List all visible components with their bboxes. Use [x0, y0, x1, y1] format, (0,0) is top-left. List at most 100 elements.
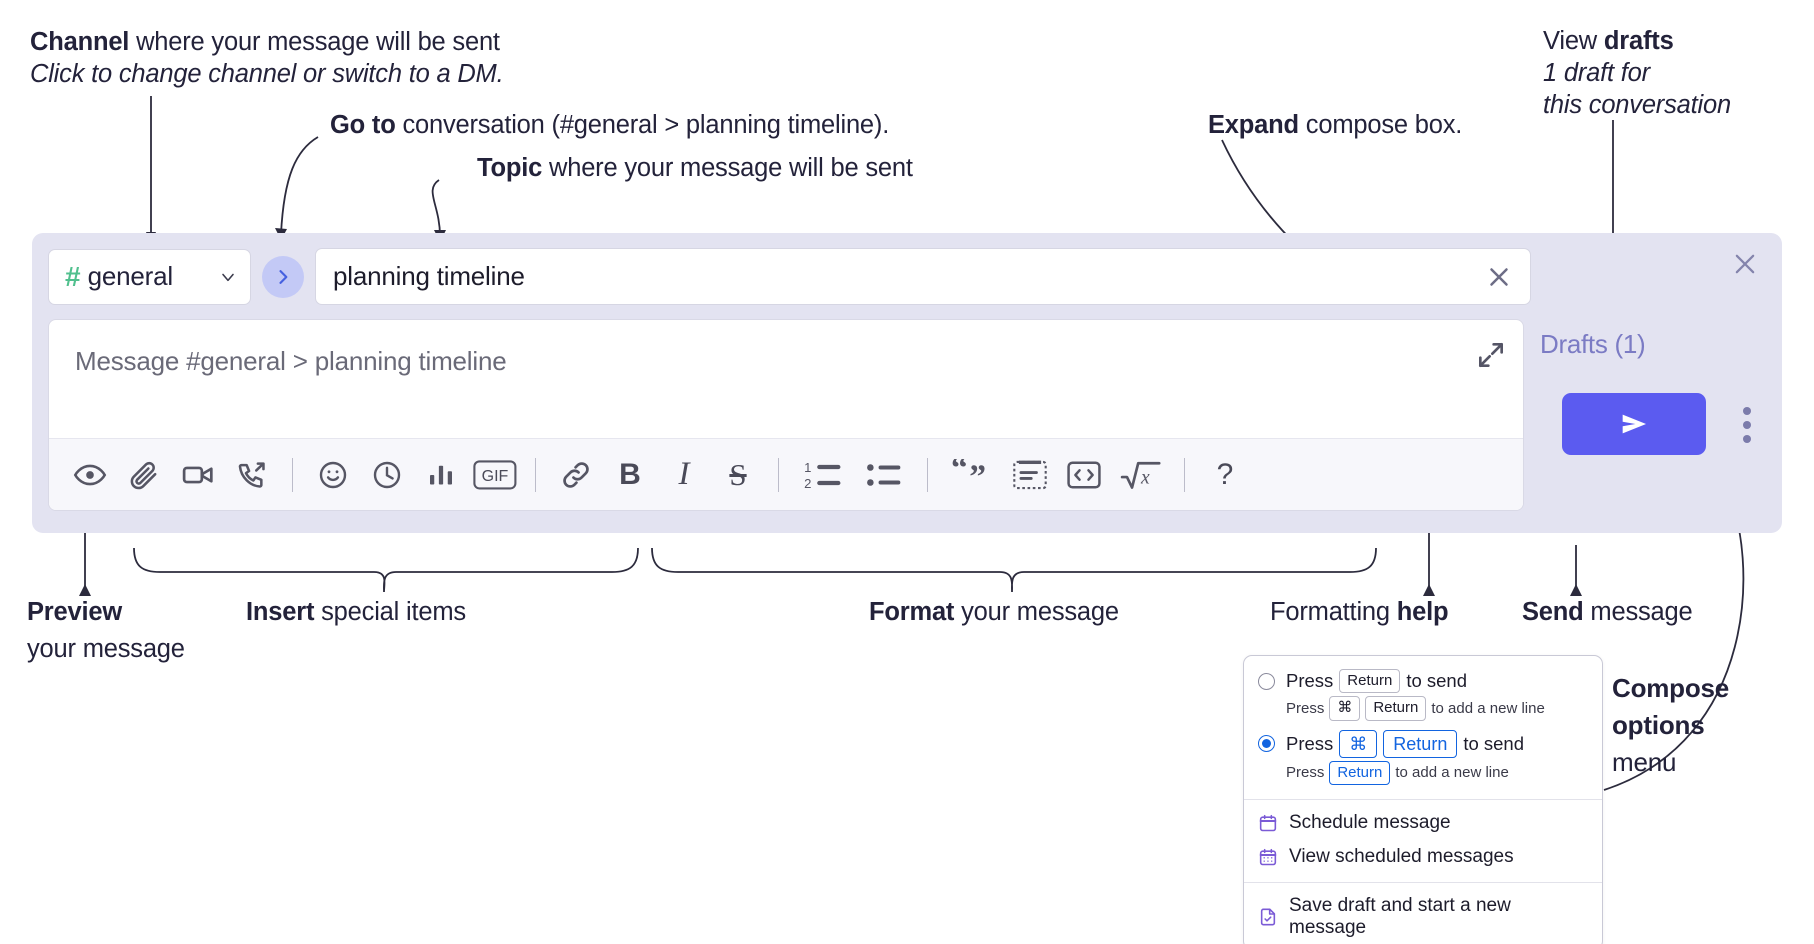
reminder-clock-icon[interactable]	[360, 448, 414, 502]
topic-input[interactable]	[333, 261, 1484, 292]
preview-icon[interactable]	[63, 448, 117, 502]
menu-item-view-scheduled-messages[interactable]: View scheduled messages	[1244, 840, 1602, 874]
poll-icon[interactable]	[414, 448, 468, 502]
ordered-list-icon[interactable]: 1 2	[792, 448, 854, 502]
annotation-compose-options-3: menu	[1612, 747, 1677, 777]
chevron-down-icon	[218, 267, 238, 287]
radio-dot-2	[1262, 739, 1271, 749]
topic-field[interactable]	[315, 248, 1531, 305]
radio-option-cmd-return-to-send[interactable]: Press ⌘ Return to send	[1244, 727, 1602, 759]
annotation-drafts-sub2: this conversation	[1543, 89, 1731, 121]
close-compose-icon[interactable]	[1728, 247, 1762, 281]
annotation-topic: Topic where your message will be sent	[477, 152, 913, 184]
annotation-send-bold: Send	[1522, 598, 1584, 626]
math-icon[interactable]: x	[1111, 448, 1171, 502]
document-check-icon	[1258, 907, 1278, 927]
italic-icon-label: I	[678, 456, 690, 492]
message-compose-box[interactable]: Message #general > planning timeline	[48, 319, 1524, 511]
drafts-link[interactable]: Drafts (1)	[1540, 329, 1646, 359]
strikethrough-icon-label: S	[729, 457, 747, 492]
menu-item-save-draft[interactable]: Save draft and start a new message	[1244, 889, 1602, 944]
key-return-1: Return	[1339, 669, 1401, 694]
annotation-preview-line2: your message	[27, 635, 185, 663]
annotation-channel-bold: Channel	[30, 28, 130, 56]
annotation-drafts-italic1: 1 draft for	[1543, 59, 1650, 87]
expand-compose-icon[interactable]	[1475, 339, 1507, 371]
goto-conversation-button[interactable]	[262, 255, 304, 298]
formatting-help-icon[interactable]: ?	[1198, 448, 1252, 502]
gif-icon[interactable]: GIF	[468, 448, 522, 502]
kebab-dot-1	[1743, 407, 1751, 415]
annotation-compose-options-2: options	[1612, 710, 1705, 740]
link-icon[interactable]	[549, 448, 603, 502]
radio-label-1: Press Return to send	[1286, 669, 1468, 694]
inline-code-icon[interactable]	[1057, 448, 1111, 502]
annotation-goto-rest: conversation (#general > planning timeli…	[395, 111, 890, 139]
emoji-icon[interactable]	[306, 448, 360, 502]
clear-topic-icon[interactable]	[1484, 262, 1514, 292]
video-clip-icon[interactable]	[171, 448, 225, 502]
radio2-sub-press: Press	[1286, 764, 1325, 782]
bold-icon[interactable]: B	[603, 448, 657, 502]
radio-icon-1[interactable]	[1258, 672, 1275, 690]
annotation-formatting-help: Formatting help	[1270, 596, 1449, 628]
annotation-expand: Expand compose box.	[1208, 109, 1462, 141]
annotation-send: Send message	[1522, 596, 1693, 628]
radio2-press: Press	[1286, 732, 1334, 754]
annotation-drafts-plain: View	[1543, 27, 1604, 55]
bulleted-list-icon[interactable]	[854, 448, 914, 502]
annotation-topic-bold: Topic	[477, 154, 543, 182]
menu-divider-1	[1244, 799, 1602, 801]
key-return-3: Return	[1383, 729, 1458, 758]
compose-options-kebab-button[interactable]	[1732, 405, 1762, 445]
separator-4	[1184, 457, 1185, 492]
svg-text:1: 1	[804, 460, 811, 475]
kebab-dot-3	[1743, 435, 1751, 443]
compose-header-row: # general	[48, 248, 1531, 305]
formatting-toolbar: GIF B I S	[49, 438, 1523, 510]
radio-icon-2[interactable]	[1258, 735, 1275, 753]
annotation-drafts-italic2: this conversation	[1543, 91, 1731, 119]
annotation-insert: Insert special items	[246, 596, 466, 628]
calendar-icon	[1258, 813, 1278, 833]
radio1-to-send: to send	[1406, 670, 1468, 692]
attachment-icon[interactable]	[117, 448, 171, 502]
radio-option-return-to-send[interactable]: Press Return to send	[1244, 666, 1602, 694]
key-return-4: Return	[1329, 760, 1391, 786]
menu-item-label: View scheduled messages	[1289, 846, 1514, 868]
blockquote-icon[interactable]: “ ”	[941, 448, 1003, 502]
annotation-goto-bold: Go to	[330, 111, 396, 139]
send-button[interactable]	[1562, 393, 1706, 455]
italic-icon[interactable]: I	[657, 448, 711, 502]
annotation-channel: Channel where your message will be sent	[30, 26, 500, 58]
key-return-2: Return	[1365, 696, 1427, 721]
annotation-formatting-help-plain: Formatting	[1270, 598, 1397, 626]
annotation-insert-rest: special items	[314, 598, 466, 626]
annotation-topic-rest: where your message will be sent	[542, 154, 913, 182]
annotation-drafts-bold: drafts	[1603, 27, 1674, 55]
channel-name-label: general	[87, 261, 174, 291]
menu-item-schedule-message[interactable]: Schedule message	[1244, 806, 1602, 840]
radio1-press: Press	[1286, 670, 1334, 692]
separator-1	[292, 457, 293, 492]
separator-3	[778, 457, 779, 492]
channel-selector[interactable]: # general	[48, 248, 251, 305]
compose-panel: Drafts (1) # general	[32, 233, 1782, 533]
compose-options-menu: Press Return to send Press ⌘ Return to a…	[1243, 655, 1603, 944]
annotation-channel-italic: Click to change channel or switch to a D…	[30, 60, 504, 88]
radio2-to-send: to send	[1463, 732, 1525, 754]
hash-icon: #	[65, 260, 81, 292]
strikethrough-icon[interactable]: S	[711, 448, 765, 502]
menu-divider-2	[1244, 882, 1602, 884]
annotation-format: Format your message	[869, 596, 1119, 628]
audio-clip-icon[interactable]	[225, 448, 279, 502]
radio1-sub-press: Press	[1286, 699, 1325, 717]
annotation-channel-sub: Click to change channel or switch to a D…	[30, 58, 504, 90]
code-block-icon[interactable]	[1003, 448, 1057, 502]
svg-text:”: ”	[969, 459, 986, 491]
annotation-expand-rest: compose box.	[1298, 111, 1463, 139]
svg-text:2: 2	[804, 476, 811, 491]
annotation-format-rest: your message	[954, 598, 1119, 626]
menu-item-label: Schedule message	[1289, 812, 1451, 834]
